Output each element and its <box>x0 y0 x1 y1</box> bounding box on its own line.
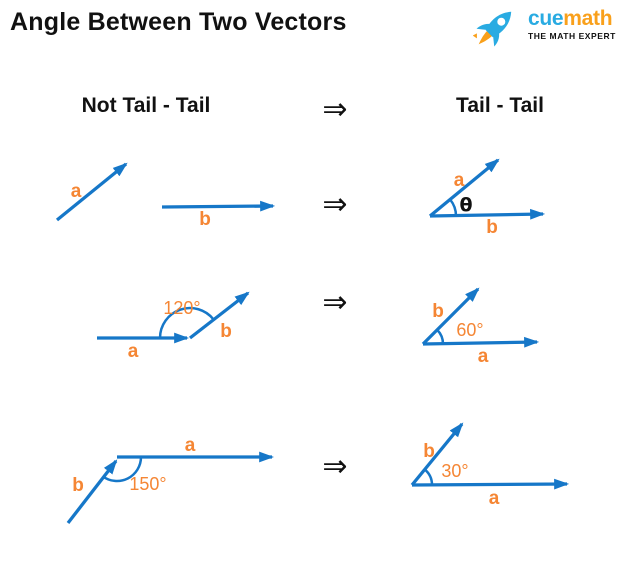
diagram-row1-tail-tail: θ a b <box>428 158 546 238</box>
vector-b-line <box>429 208 546 220</box>
vector-b-label: b <box>486 217 498 238</box>
diagram-row2-not-tail-tail: 120° a b <box>97 291 250 362</box>
vector-a-line <box>411 478 570 490</box>
cuemath-logo: cuemath THE MATH EXPERT <box>473 1 616 53</box>
angle-arc <box>101 456 143 483</box>
diagram-row1-not-tail-tail: a b <box>55 162 276 230</box>
heading-tail-tail: Tail - Tail <box>456 94 544 117</box>
vector-b-line <box>161 200 276 212</box>
angle-arc <box>449 198 458 217</box>
vector-b-label: b <box>72 475 84 496</box>
vector-a-label: a <box>128 341 139 362</box>
angle-arc <box>436 329 445 345</box>
vector-b-label: b <box>432 301 444 322</box>
vector-a-label: a <box>454 170 465 191</box>
vector-a-label: a <box>71 181 82 202</box>
rocket-icon <box>473 11 512 47</box>
brand-tagline: THE MATH EXPERT <box>528 31 616 41</box>
vector-a-label: a <box>489 488 500 509</box>
angle-value-label: 120° <box>163 298 200 318</box>
implies-arrow-header: ⇒ <box>322 92 348 127</box>
vector-a-line <box>55 162 128 222</box>
vector-b-line <box>188 291 250 340</box>
angle-value-label: 60° <box>456 320 483 340</box>
page-title: Angle Between Two Vectors <box>10 8 347 36</box>
angle-arc <box>158 306 215 339</box>
vector-a-line <box>422 336 540 348</box>
vector-b-label: b <box>220 321 232 342</box>
heading-not-tail-tail: Not Tail - Tail <box>81 94 211 117</box>
vector-b-line <box>410 422 464 487</box>
implies-arrow-row1: ⇒ <box>322 187 348 222</box>
angle-theta-label: θ <box>459 194 472 216</box>
brand-cue: cue <box>528 7 564 30</box>
vector-b-line <box>66 459 118 525</box>
vector-b-line <box>421 287 480 346</box>
angle-value-label: 30° <box>441 461 468 481</box>
implies-arrow-row3: ⇒ <box>322 449 348 484</box>
diagram-row2-tail-tail: 60° b a <box>421 287 540 367</box>
vector-a-label: a <box>185 435 196 456</box>
vector-a-label: a <box>478 346 489 367</box>
vector-a-line <box>428 158 500 218</box>
angle-value-label: 150° <box>129 474 166 494</box>
diagram-row3-tail-tail: 30° b a <box>410 422 570 509</box>
brand-name: cuemath <box>528 8 616 29</box>
logo-wordmark: cuemath THE MATH EXPERT <box>528 1 616 41</box>
diagram-row3-not-tail-tail: 150° b a <box>66 435 275 525</box>
angle-arc <box>423 468 434 486</box>
vector-b-label: b <box>199 209 211 230</box>
implies-arrow-row2: ⇒ <box>322 285 348 320</box>
brand-math: math <box>563 7 613 30</box>
vector-b-label: b <box>423 441 435 462</box>
